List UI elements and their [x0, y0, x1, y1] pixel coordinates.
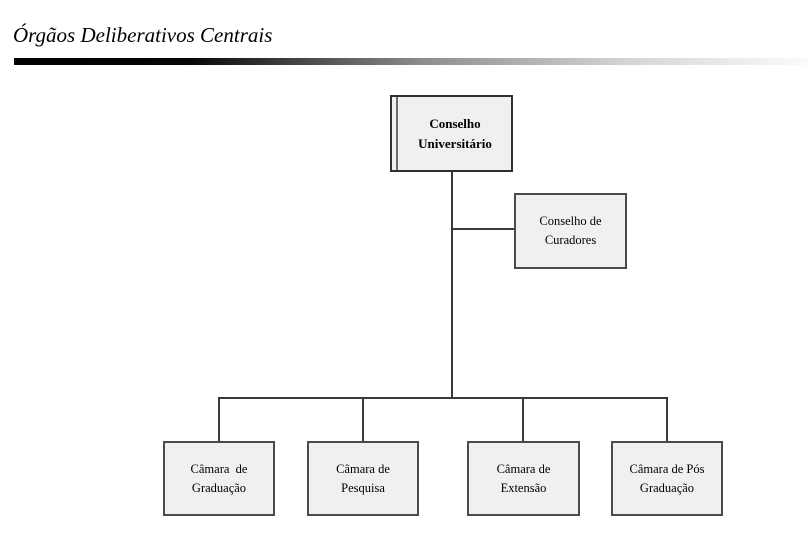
node-label-conselho-de-curadores: Conselho de Curadores	[539, 214, 605, 247]
title-underline-rule	[14, 58, 808, 65]
node-camara-de-graduacao: Câmara de Graduação	[163, 441, 275, 516]
connector-drop-extensao	[522, 398, 524, 441]
node-conselho-universitario: Conselho Universitário	[390, 95, 513, 172]
node-label-conselho-universitario: Conselho Universitário	[418, 115, 492, 151]
node-camara-de-pesquisa: Câmara de Pesquisa	[307, 441, 419, 516]
node-label-camara-de-extensao: Câmara de Extensão	[496, 461, 554, 495]
connector-children-bar	[218, 397, 668, 399]
connector-drop-pos-graduacao	[666, 398, 668, 441]
node-conselho-de-curadores: Conselho de Curadores	[514, 193, 627, 269]
connector-trunk	[451, 172, 453, 398]
page-title: Órgãos Deliberativos Centrais	[13, 23, 273, 47]
connector-drop-graduacao	[218, 398, 220, 441]
connector-curadores-branch	[452, 228, 514, 230]
node-label-camara-de-pos-graduacao: Câmara de Pós Graduação	[629, 461, 708, 495]
node-camara-de-pos-graduacao: Câmara de Pós Graduação	[611, 441, 723, 516]
node-label-camara-de-pesquisa: Câmara de Pesquisa	[336, 461, 394, 495]
node-camara-de-extensao: Câmara de Extensão	[467, 441, 580, 516]
root-box-accent-line	[396, 97, 398, 170]
node-label-camara-de-graduacao: Câmara de Graduação	[190, 461, 251, 495]
connector-drop-pesquisa	[362, 398, 364, 441]
